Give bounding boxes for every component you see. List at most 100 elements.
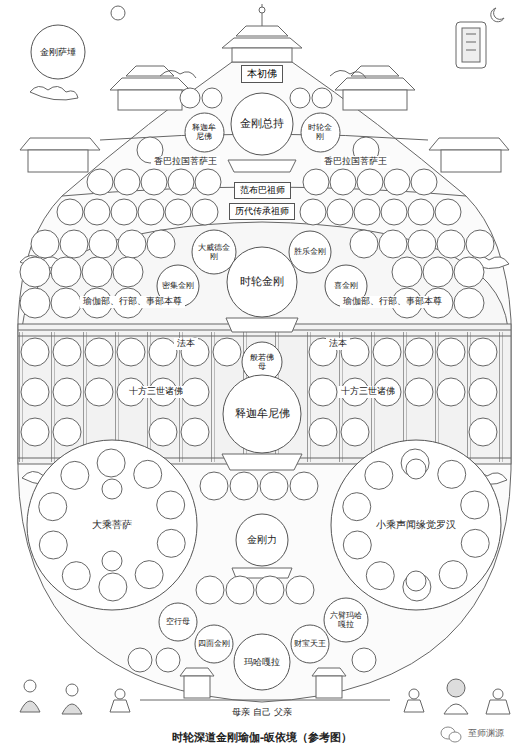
- lineage-name: 历代传承祖师: [235, 205, 289, 218]
- plain-circle: [437, 338, 465, 366]
- deity-circle: 六臂玛哈嘎拉: [323, 597, 369, 643]
- plain-circle: [117, 338, 145, 366]
- plain-circle: [138, 199, 164, 225]
- plain-circle: [300, 199, 326, 225]
- watermark: 至师渊源: [465, 728, 507, 739]
- plain-circle: [202, 88, 222, 108]
- deity-circle: 时轮金刚: [226, 246, 298, 318]
- text-wrap: 玛哈嘎拉: [244, 657, 280, 667]
- plain-circle: [195, 169, 221, 195]
- plain-circle: [469, 338, 497, 366]
- plain-circle: [141, 169, 167, 195]
- text-wrap: 大乘菩萨: [92, 519, 132, 531]
- text-wrap: 释迦牟尼佛: [235, 408, 290, 421]
- text-wrap: 释迦牟尼佛: [190, 123, 219, 141]
- plain-circle: [408, 230, 436, 258]
- deity-circle: 玛哈嘎拉: [233, 633, 291, 691]
- plain-circle: [147, 230, 175, 258]
- deity-circle: 空行母: [158, 602, 198, 642]
- plain-circle: [149, 338, 177, 366]
- plain-circle: [111, 199, 137, 225]
- deity-circle: 释迦牟尼佛: [184, 112, 225, 153]
- group-label: 香巴拉国菩萨王: [151, 156, 220, 167]
- text-wrap: 时轮金刚: [240, 276, 284, 289]
- plain-circle: [256, 576, 284, 604]
- assembly-circle: 小乘声闻缘觉罗汉: [330, 439, 502, 611]
- plain-circle: [405, 338, 433, 366]
- plain-circle: [469, 418, 497, 446]
- plain-circle: [230, 472, 258, 500]
- deity-circle: 金刚萨埵: [30, 24, 86, 80]
- deity-name: 金刚萨埵: [40, 47, 76, 57]
- plain-circle: [51, 257, 81, 287]
- plain-circle: [53, 418, 81, 446]
- deity-name: 大威德金刚: [196, 243, 231, 261]
- group-label: 法本: [174, 338, 198, 349]
- lineage-name: 本初佛: [247, 67, 277, 81]
- deity-circle: 胜乐金刚: [288, 230, 332, 274]
- lineage-label-box: 本初佛: [241, 65, 283, 83]
- group-label: 瑜伽部、行部、事部本尊: [80, 296, 185, 307]
- deity-circle: 财宝天王: [290, 624, 330, 664]
- plain-circle: [180, 88, 200, 108]
- group-label: 法本: [326, 338, 350, 349]
- plain-circle: [379, 230, 407, 258]
- group-label: 瑜伽部、行部、事部本尊: [340, 296, 445, 307]
- plain-circle: [20, 288, 50, 318]
- plain-circle: [53, 338, 81, 366]
- deity-name: 四面金刚: [198, 639, 230, 648]
- plain-circle: [309, 378, 337, 406]
- text-wrap: 金刚总持: [240, 118, 284, 131]
- plain-circle: [85, 378, 113, 406]
- plain-circle: [290, 472, 318, 500]
- text-wrap: 胜乐金刚: [294, 247, 326, 256]
- plain-circle: [82, 257, 112, 287]
- plain-circle: [89, 230, 117, 258]
- deity-name: 胜乐金刚: [294, 247, 326, 256]
- plain-circle: [309, 418, 337, 446]
- caption: 时轮深道金刚瑜伽-皈依境（参考图）: [169, 730, 356, 745]
- plain-circle: [408, 199, 434, 225]
- plain-circle: [381, 199, 407, 225]
- plain-circle: [437, 378, 465, 406]
- plain-circle: [435, 199, 461, 225]
- text-wrap: 密集金刚: [162, 281, 194, 290]
- plain-circle: [384, 169, 410, 195]
- plain-circle: [454, 257, 484, 287]
- deity-name: 财宝天王: [294, 639, 326, 648]
- deity-name: 玛哈嘎拉: [244, 657, 280, 667]
- deity-circle: 释迦牟尼佛: [222, 374, 302, 454]
- plain-circle: [196, 576, 224, 604]
- plain-circle: [192, 199, 218, 225]
- deity-name: 空行母: [166, 617, 190, 626]
- plain-circle: [57, 199, 83, 225]
- plain-circle: [286, 576, 314, 604]
- text-wrap: 时轮金刚: [306, 123, 335, 141]
- plain-circle: [330, 169, 356, 195]
- plain-circle: [469, 378, 497, 406]
- plain-circle: [312, 88, 332, 108]
- deity-name: 金刚力: [247, 534, 277, 546]
- lineage-label-box: 范布巴祖师: [234, 182, 291, 199]
- plain-circle: [60, 230, 88, 258]
- deity-name: 释迦牟尼佛: [190, 123, 219, 141]
- group-label: 十方三世诸佛: [126, 386, 186, 397]
- plain-circle: [405, 378, 433, 406]
- plain-circle: [87, 169, 113, 195]
- plain-circle: [352, 648, 376, 672]
- plain-circle: [118, 230, 146, 258]
- plain-circle: [303, 169, 329, 195]
- deity-name: 时轮金刚: [306, 123, 335, 141]
- text-wrap: 喜金刚: [334, 281, 358, 290]
- plain-circle: [392, 257, 422, 287]
- plain-circle: [156, 648, 180, 672]
- plain-circle: [350, 230, 378, 258]
- plain-circle: [181, 418, 209, 446]
- text-wrap: 金刚萨埵: [40, 47, 76, 57]
- deity-name: 小乘声闻缘觉罗汉: [376, 519, 456, 531]
- text-wrap: 空行母: [166, 617, 190, 626]
- plain-circle: [21, 378, 49, 406]
- plain-circle: [21, 418, 49, 446]
- deity-name: 大乘菩萨: [92, 519, 132, 531]
- deity-name: 释迦牟尼佛: [235, 408, 290, 421]
